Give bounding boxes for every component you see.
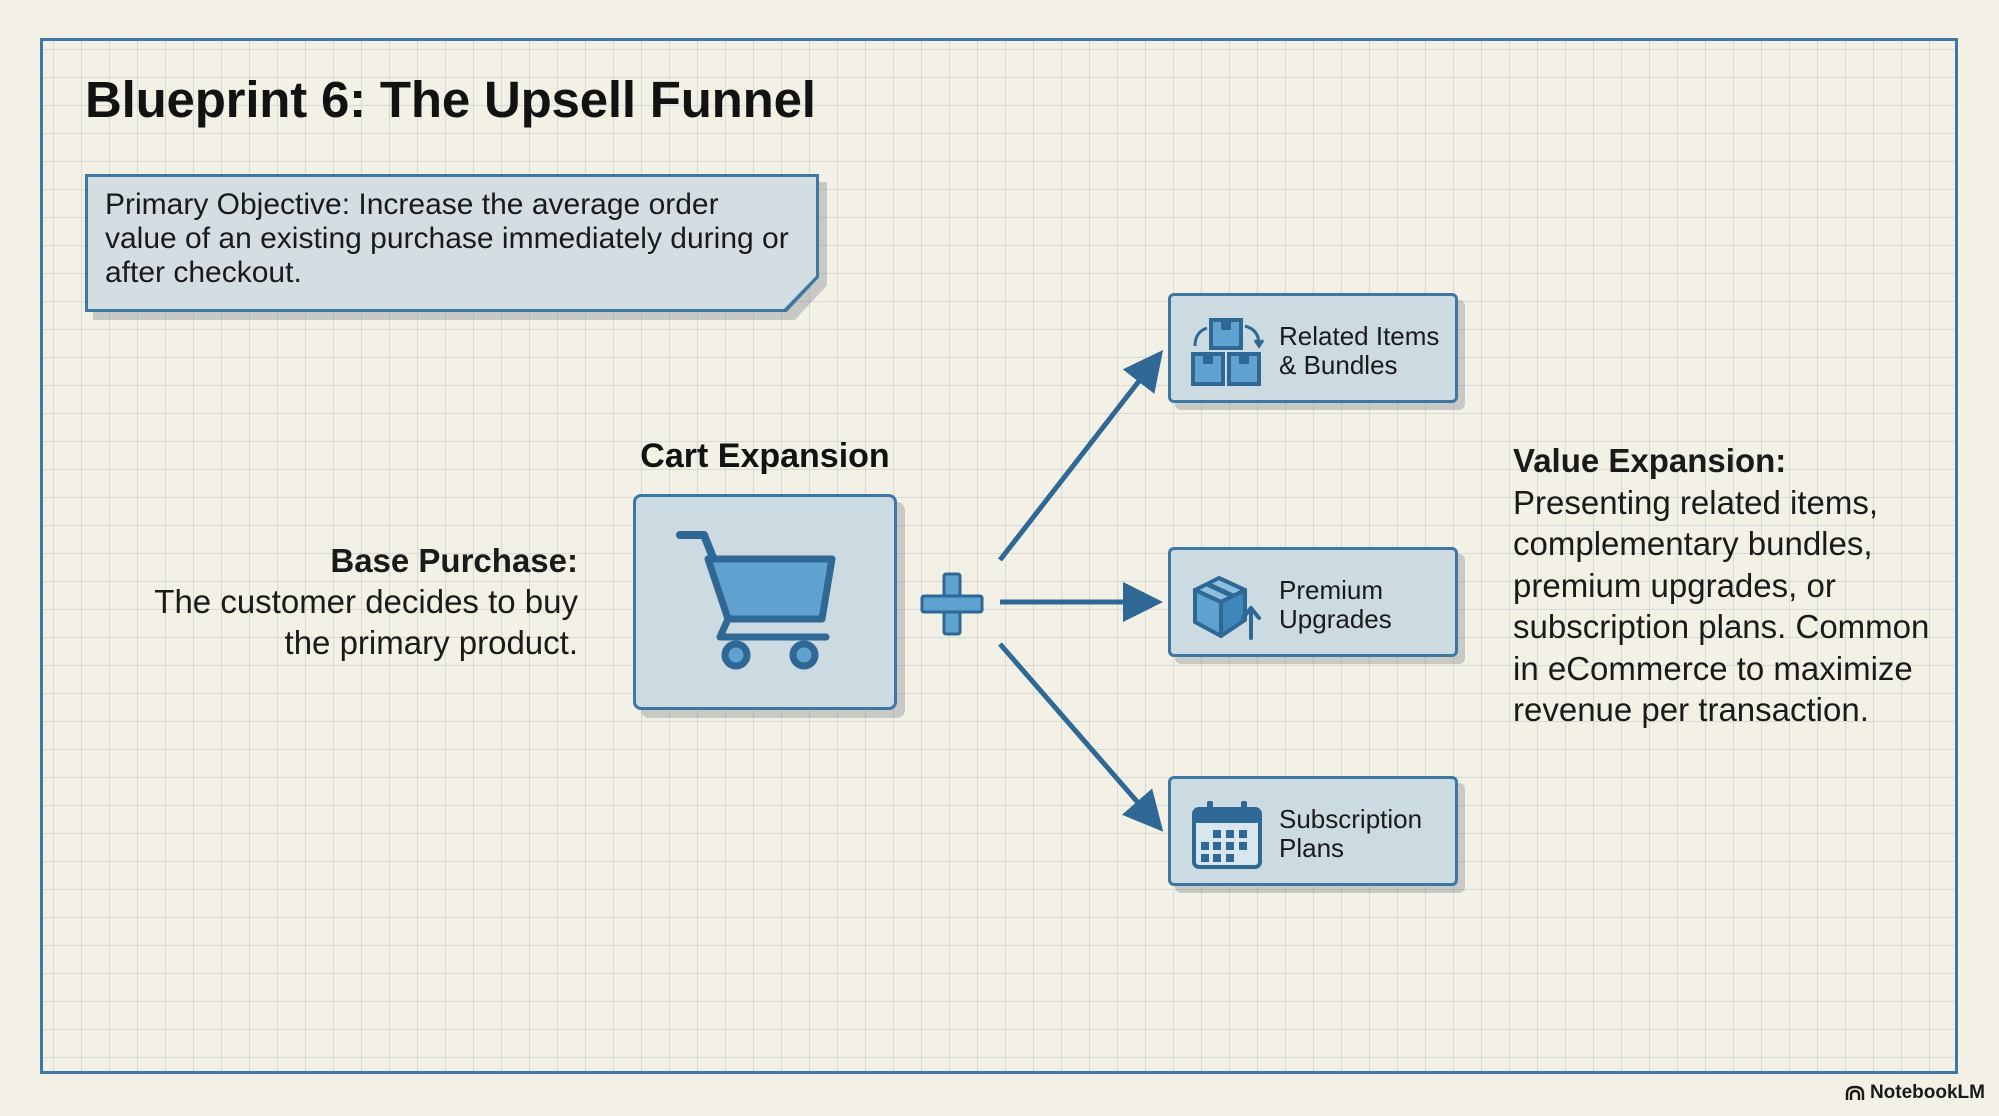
- option-subscription-plans: Subscription Plans: [1168, 776, 1458, 886]
- notebooklm-logo-icon: [1845, 1085, 1865, 1100]
- option-label-line1: Subscription: [1279, 804, 1423, 834]
- cart-expansion-label: Cart Expansion: [640, 437, 890, 475]
- branding-text: NotebookLM: [1869, 1082, 1985, 1103]
- arrow-to-related-items: [998, 350, 1164, 562]
- cart-expansion-box: [633, 494, 897, 710]
- option-label-line1: Related Items: [1279, 321, 1440, 351]
- base-purchase-text: The customer decides to buy the primary …: [154, 583, 578, 661]
- plus-icon: [920, 572, 984, 636]
- calendar-icon: [1192, 801, 1262, 869]
- value-expansion-heading: Value Expansion:: [1513, 442, 1787, 479]
- base-purchase-block: Base Purchase: The customer decides to b…: [130, 540, 578, 663]
- option-label-line2: Upgrades: [1279, 604, 1392, 634]
- option-related-items: Related Items & Bundles: [1168, 293, 1458, 403]
- value-expansion-block: Value Expansion: Presenting related item…: [1513, 440, 1943, 731]
- option-label-line1: Premium: [1279, 575, 1384, 605]
- page-title: Blueprint 6: The Upsell Funnel: [85, 71, 816, 128]
- objective-callout: Primary Objective: Increase the average …: [85, 174, 819, 312]
- option-label-line2: & Bundles: [1279, 350, 1398, 380]
- box-upgrade-icon: [1193, 576, 1261, 640]
- value-expansion-text: Presenting related items, complementary …: [1513, 483, 1930, 729]
- arrow-to-subscription-plans: [998, 642, 1164, 832]
- base-purchase-heading: Base Purchase:: [330, 542, 578, 579]
- option-premium-upgrades: Premium Upgrades: [1168, 547, 1458, 657]
- objective-text: Primary Objective: Increase the average …: [105, 188, 789, 289]
- option-label-line2: Plans: [1279, 833, 1345, 863]
- shopping-cart-icon: [676, 531, 836, 670]
- boxes-bundle-icon: [1191, 318, 1265, 386]
- notebooklm-branding: NotebookLM: [1845, 1082, 1985, 1104]
